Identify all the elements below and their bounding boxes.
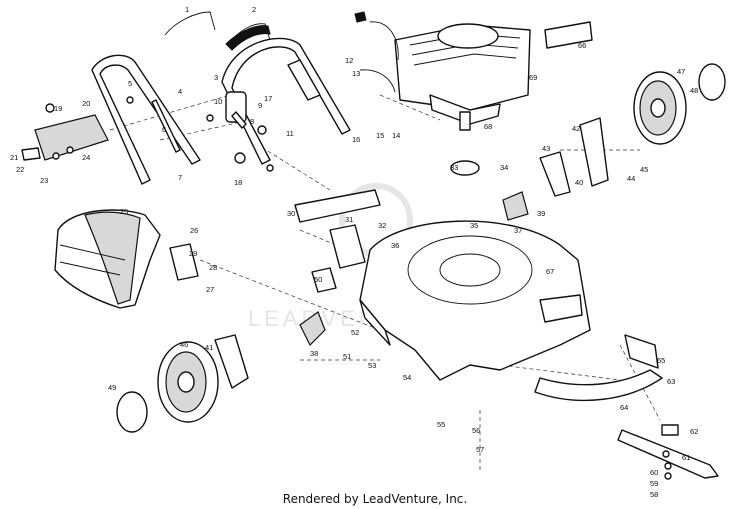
part-label: 33: [450, 163, 458, 172]
part-label: 52: [351, 328, 359, 337]
upper-handle: [91, 11, 351, 185]
part-label: 22: [16, 165, 24, 174]
part-label: 56: [472, 426, 480, 435]
part-label: 15: [376, 131, 384, 140]
tag-label: 66: [578, 41, 586, 50]
part-label: 47: [677, 67, 685, 76]
part-label: 32: [378, 221, 386, 230]
part-label: 13: [352, 69, 360, 78]
rear-brackets: [169, 189, 381, 293]
part-label: 1: [185, 5, 189, 14]
part-labels: 1 2 3 4 5 6 7 8 9 10 11 12 13 14 15 16 1…: [10, 5, 698, 499]
part-label: 40: [575, 178, 583, 187]
part-label: 65: [657, 356, 665, 365]
part-label: 58: [650, 490, 658, 499]
part-label: 61: [682, 453, 690, 462]
part-label: 42: [572, 124, 580, 133]
part-label: 31: [345, 215, 353, 224]
part-label: 41: [205, 343, 213, 352]
part-label: 24: [82, 153, 90, 162]
front-baffle: [534, 334, 663, 402]
part-label: 46: [180, 340, 188, 349]
part-label: 67: [546, 267, 554, 276]
part-label: 49: [108, 383, 116, 392]
part-label: 64: [620, 403, 628, 412]
grass-catcher: [54, 209, 161, 309]
mower-deck: [359, 220, 591, 381]
part-label: 7: [178, 173, 182, 182]
part-label: 44: [627, 174, 635, 183]
part-label: 39: [537, 209, 545, 218]
part-label: 14: [392, 131, 400, 140]
part-label: 34: [500, 163, 508, 172]
part-label: 23: [40, 176, 48, 185]
part-label: 8: [250, 117, 254, 126]
part-label: 57: [476, 445, 484, 454]
part-label: 54: [403, 373, 411, 382]
part-label: 55: [437, 420, 445, 429]
front-wheel: [633, 63, 726, 145]
part-label: 21: [10, 153, 18, 162]
part-label: 68: [484, 122, 492, 131]
decal-tag: 66: [544, 21, 593, 50]
part-label: 30: [287, 209, 295, 218]
part-label: 53: [368, 361, 376, 370]
cutting-blade: [617, 424, 719, 480]
part-label: 12: [345, 56, 353, 65]
part-label: 3: [214, 73, 218, 82]
part-label: 37: [514, 226, 522, 235]
part-label: 43: [542, 144, 550, 153]
part-label: 62: [690, 427, 698, 436]
part-label: 50: [314, 275, 322, 284]
part-label: 11: [286, 129, 294, 138]
part-label: 69: [529, 73, 537, 82]
part-label: 45: [640, 165, 648, 174]
part-label: 17: [264, 94, 272, 103]
part-label: 51: [343, 352, 351, 361]
part-label: 2: [252, 5, 256, 14]
part-label: 5: [128, 79, 132, 88]
part-label: 20: [82, 99, 90, 108]
part-label: 6: [162, 125, 166, 134]
part-label: 28: [209, 263, 217, 272]
part-label: 10: [214, 97, 222, 106]
rear-deflector: [21, 114, 109, 161]
part-label: 59: [650, 479, 658, 488]
part-label: 29: [189, 249, 197, 258]
part-label: 27: [206, 285, 214, 294]
part-label: 25: [120, 207, 128, 216]
engine-assembly: [354, 11, 531, 131]
part-label: 9: [258, 101, 262, 110]
part-label: 19: [54, 104, 62, 113]
footer-credit: Rendered by LeadVenture, Inc.: [282, 492, 468, 506]
part-label: 4: [178, 87, 182, 96]
part-label: 26: [190, 226, 198, 235]
part-label: 16: [352, 135, 360, 144]
part-label: 35: [470, 221, 478, 230]
part-label: 38: [310, 349, 318, 358]
part-label: 48: [690, 86, 698, 95]
part-label: 18: [234, 178, 242, 187]
part-label: 63: [667, 377, 675, 386]
rear-wheel: [116, 341, 219, 433]
part-label: 36: [391, 241, 399, 250]
handle-hardware: [45, 96, 274, 172]
height-adjusters: [214, 117, 609, 389]
part-label: 60: [650, 468, 658, 477]
